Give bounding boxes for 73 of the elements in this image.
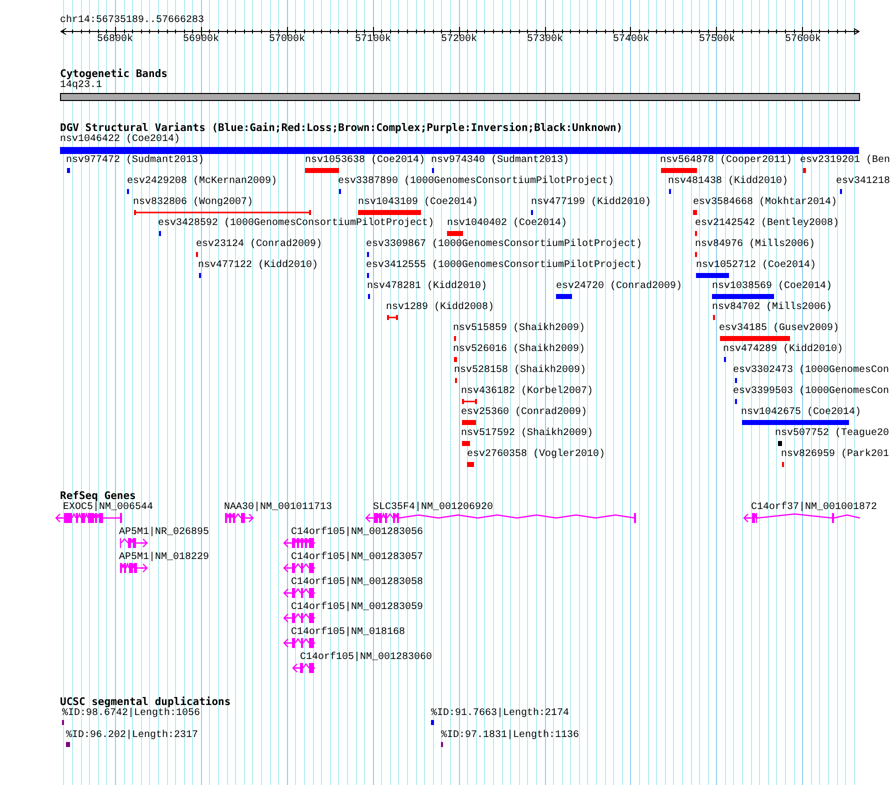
gene-label: AP5M1|NR_026895 bbox=[119, 527, 210, 539]
variant-label: nsv478281 (Kidd2010) bbox=[367, 281, 488, 293]
duplication-label: %ID:96.202|Length:2317 bbox=[66, 730, 198, 742]
tick-label: 57600k bbox=[785, 34, 821, 46]
duplication-label: %ID:98.6742|Length:1056 bbox=[62, 708, 200, 720]
gene-label: C14orf105|NM_001283058 bbox=[291, 577, 424, 589]
track-title: UCSC segmental duplications bbox=[60, 696, 231, 708]
variant-label: nsv528158 (Shaikh2009) bbox=[454, 365, 586, 377]
variant-label: esv3428592 (1000GenomesConsortiumPilotProject) bbox=[158, 218, 434, 230]
track-title: Cytogenetic Bands bbox=[60, 68, 168, 80]
variant-label: nsv474289 (Kidd2010) bbox=[723, 344, 844, 356]
variant-label: esv2429208 (McKernan2009) bbox=[127, 176, 278, 188]
coordinate-label: chr14:56735189..57666283 bbox=[60, 15, 204, 27]
variant-label: nsv1040402 (Coe2014) bbox=[447, 218, 568, 230]
variant-label: nsv832806 (Wong2007) bbox=[133, 197, 254, 209]
variant-label: esv341218 bbox=[836, 176, 890, 188]
tick-label: 57500k bbox=[699, 34, 735, 46]
tick-label: 57400k bbox=[613, 34, 649, 46]
track-title: RefSeq Genes bbox=[60, 490, 136, 502]
gene-label: SLC35F4|NM_001206920 bbox=[373, 502, 494, 514]
variant-label: esv3302473 (1000GenomesCon bbox=[733, 365, 890, 377]
variant-label: nsv1043109 (Coe2014) bbox=[358, 197, 478, 209]
variant-label: esv2319201 (Ben bbox=[800, 155, 890, 167]
variant-label: esv3399503 (1000GenomesCon bbox=[733, 386, 890, 398]
gene-label: C14orf105|NM_001283060 bbox=[300, 652, 432, 664]
tick-label: 57100k bbox=[355, 34, 391, 46]
gene-label: EXOC5|NM_006544 bbox=[63, 502, 154, 514]
variant-label: nsv481438 (Kidd2010) bbox=[668, 176, 788, 188]
variant-label: esv3412555 (1000GenomesConsortiumPilotProject) bbox=[366, 260, 642, 272]
variant-label: nsv974340 (Sudmant2013) bbox=[431, 155, 570, 167]
variant-label: esv3584668 (Mokhtar2014) bbox=[693, 197, 838, 209]
variant-label: nsv564878 (Cooper2011) bbox=[660, 155, 792, 167]
tick-label: 56900k bbox=[183, 34, 219, 46]
variant-label: nsv1053638 (Coe2014) bbox=[305, 155, 426, 167]
duplication-label: %ID:97.1831|Length:1136 bbox=[441, 730, 580, 742]
variant-label: nsv477122 (Kidd2010) bbox=[198, 260, 318, 272]
gene-label: C14orf105|NM_001283056 bbox=[291, 527, 424, 539]
variant-label: nsv826959 (Park201 bbox=[781, 449, 890, 461]
band-label: 14q23.1 bbox=[60, 80, 102, 92]
variant-label: nsv436182 (Korbel2007) bbox=[461, 386, 594, 398]
variant-label: esv2760358 (Vogler2010) bbox=[467, 449, 606, 461]
variant-label: nsv517592 (Shaikh2009) bbox=[461, 428, 594, 440]
variant-label: nsv1289 (Kidd2008) bbox=[386, 302, 494, 314]
gene-label: C14orf105|NM_001283059 bbox=[291, 602, 424, 614]
variant-label: esv23124 (Conrad2009) bbox=[196, 239, 322, 251]
variant-label: esv25360 (Conrad2009) bbox=[461, 407, 588, 419]
variant-label: nsv477199 (Kidd2010) bbox=[531, 197, 652, 209]
variant-label: esv24720 (Conrad2009) bbox=[556, 281, 682, 293]
variant-label: nsv507752 (Teague20 bbox=[775, 428, 890, 440]
variant-label: nsv515859 (Shaikh2009) bbox=[453, 323, 586, 335]
track-title: DGV Structural Variants (Blue:Gain;Red:Loss;Brown:Complex;Purple:Inversion;Black:Unknown) bbox=[60, 122, 623, 134]
tick-label: 56800k bbox=[97, 34, 133, 46]
gene-label: C14orf37|NM_001001872 bbox=[751, 502, 878, 514]
variant-label: nsv1046422 (Coe2014) bbox=[60, 134, 180, 146]
tick-label: 57200k bbox=[441, 34, 477, 46]
variant-label: nsv84976 (Mills2006) bbox=[695, 239, 816, 251]
gene-label: C14orf105|NM_018168 bbox=[291, 627, 406, 639]
variant-label: esv34185 (Gusev2009) bbox=[719, 323, 840, 335]
variant-label: esv3387890 (1000GenomesConsortiumPilotProject) bbox=[338, 176, 614, 188]
variant-label: esv2142542 (Bentley2008) bbox=[695, 218, 840, 230]
tick-label: 57000k bbox=[269, 34, 305, 46]
variant-label: nsv1042675 (Coe2014) bbox=[741, 407, 862, 419]
variant-label: esv3309867 (1000GenomesConsortiumPilotProject) bbox=[366, 239, 642, 251]
tick-label: 57300k bbox=[527, 34, 563, 46]
variant-label: nsv1038569 (Coe2014) bbox=[712, 281, 832, 293]
gene-label: NAA30|NM_001011713 bbox=[224, 502, 332, 514]
gene-label: C14orf105|NM_001283057 bbox=[291, 552, 424, 564]
duplication-label: %ID:91.7663|Length:2174 bbox=[431, 708, 570, 720]
gene-label: AP5M1|NM_018229 bbox=[119, 552, 210, 564]
variant-label: nsv526016 (Shaikh2009) bbox=[453, 344, 586, 356]
variant-label: nsv84702 (Mills2006) bbox=[712, 302, 832, 314]
variant-label: nsv977472 (Sudmant2013) bbox=[66, 155, 204, 167]
variant-label: nsv1052712 (Coe2014) bbox=[696, 260, 816, 272]
